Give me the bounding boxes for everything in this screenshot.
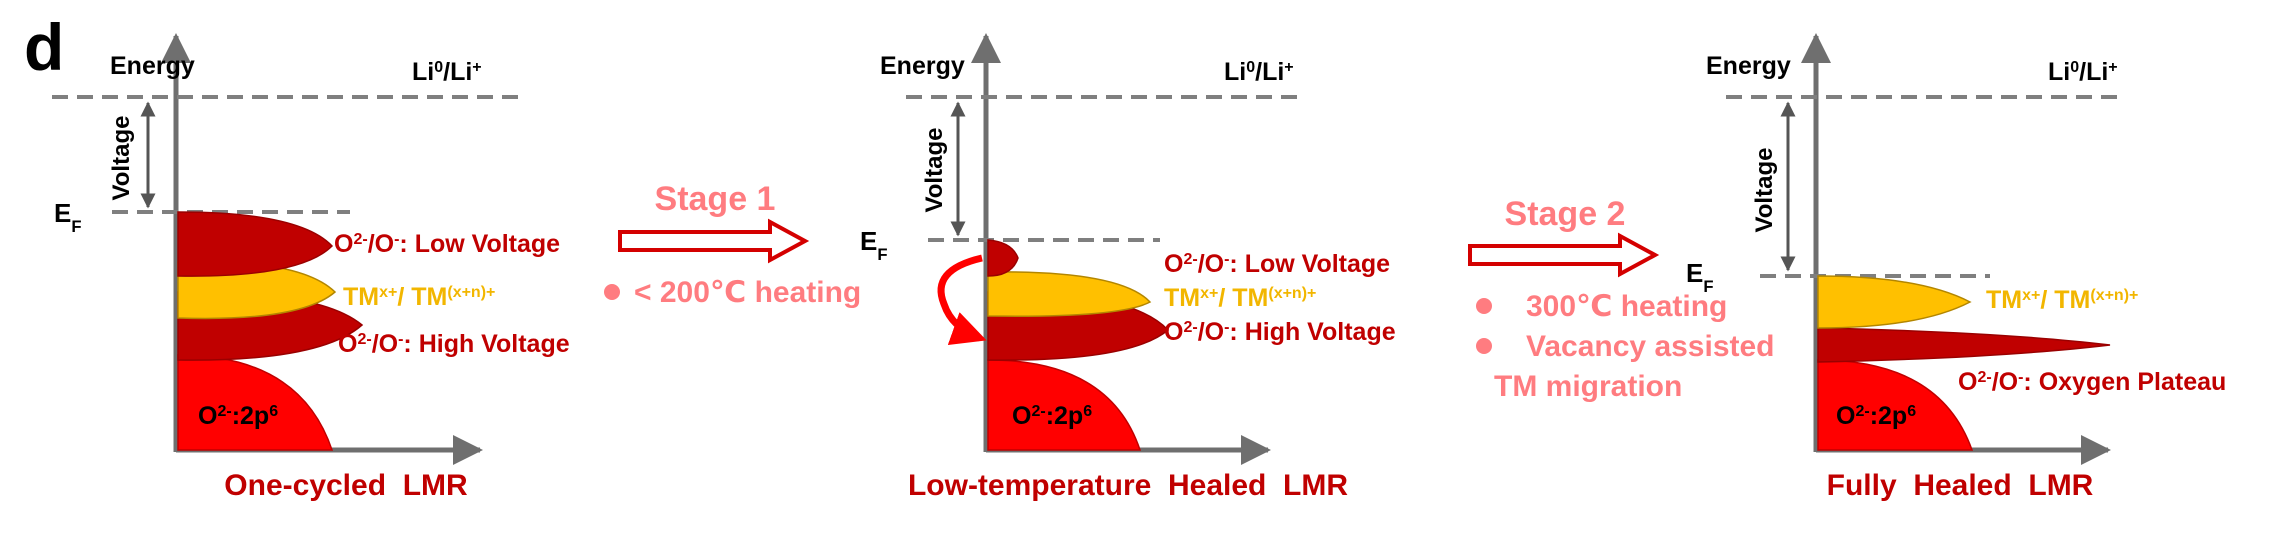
band-label-tm: TMx+/ TM(x+n)+: [1986, 286, 2138, 314]
panel-title: Low-temperature Healed LMR: [908, 469, 1348, 502]
stage-title: Stage 1: [655, 180, 776, 218]
panel-fully-healed: [1726, 33, 2120, 465]
li-reference-label: Li0/Li+: [2048, 58, 2118, 86]
band-label-oxygen-plateau: O2-/O-: Oxygen Plateau: [1958, 368, 2226, 396]
fermi-level-label: EF: [860, 226, 888, 264]
fermi-level-label: EF: [1686, 258, 1714, 296]
band-label-tm: TMx+/ TM(x+n)+: [343, 283, 495, 311]
band-label-low-voltage: O2-/O-: Low Voltage: [1164, 250, 1390, 278]
panel-label: d: [24, 10, 64, 84]
bullet-dot: [604, 284, 620, 300]
o2p6-band-label: O2-:2p6: [1836, 402, 1916, 430]
band-label-high-voltage: O2-/O-: High Voltage: [1164, 318, 1396, 346]
energy-axis-label: Energy: [110, 52, 195, 80]
o2p6-band: [1817, 359, 1974, 451]
panel-title: Fully Healed LMR: [1827, 469, 2094, 502]
stage2-arrow: [1468, 232, 1660, 278]
voltage-label: Voltage: [108, 116, 135, 201]
low-voltage-band: [177, 211, 334, 277]
energy-axis-label: Energy: [880, 52, 965, 80]
energy-axis-label: Energy: [1706, 52, 1791, 80]
bullet-dot: [1476, 338, 1492, 354]
band-label-high-voltage: O2-/O-: High Voltage: [338, 330, 570, 358]
low-voltage-band: [987, 239, 1019, 277]
panel-one-cycled: [52, 33, 520, 465]
stage-bullet: < 200℃ heating: [634, 276, 861, 309]
stage-bullet: TM migration: [1494, 370, 1682, 403]
stage-bullet: 300℃ heating: [1526, 290, 1727, 323]
panel-title: One-cycled LMR: [224, 469, 468, 502]
panel-low-temperature-healed: [906, 33, 1300, 465]
band-label-low-voltage: O2-/O-: Low Voltage: [334, 230, 560, 258]
li-reference-label: Li0/Li+: [1224, 58, 1294, 86]
li-reference-label: Li0/Li+: [412, 58, 482, 86]
oxygen-plateau-band: [1817, 327, 2111, 363]
tm-band: [1817, 275, 1972, 329]
tm-band: [987, 271, 1152, 317]
bullet-dot: [1476, 298, 1492, 314]
fermi-level-label: EF: [54, 198, 82, 236]
voltage-label: Voltage: [921, 128, 948, 213]
stage-title: Stage 2: [1505, 195, 1626, 233]
stage1-arrow: [618, 218, 810, 264]
o2p6-band: [987, 359, 1142, 451]
o2p6-band-label: O2-:2p6: [1012, 402, 1092, 430]
voltage-label: Voltage: [1751, 148, 1778, 233]
band-label-tm: TMx+/ TM(x+n)+: [1164, 284, 1316, 312]
migration-curved-arrow: [937, 254, 987, 346]
o2p6-band-label: O2-:2p6: [198, 402, 278, 430]
stage-bullet: Vacancy assisted: [1526, 330, 1775, 363]
